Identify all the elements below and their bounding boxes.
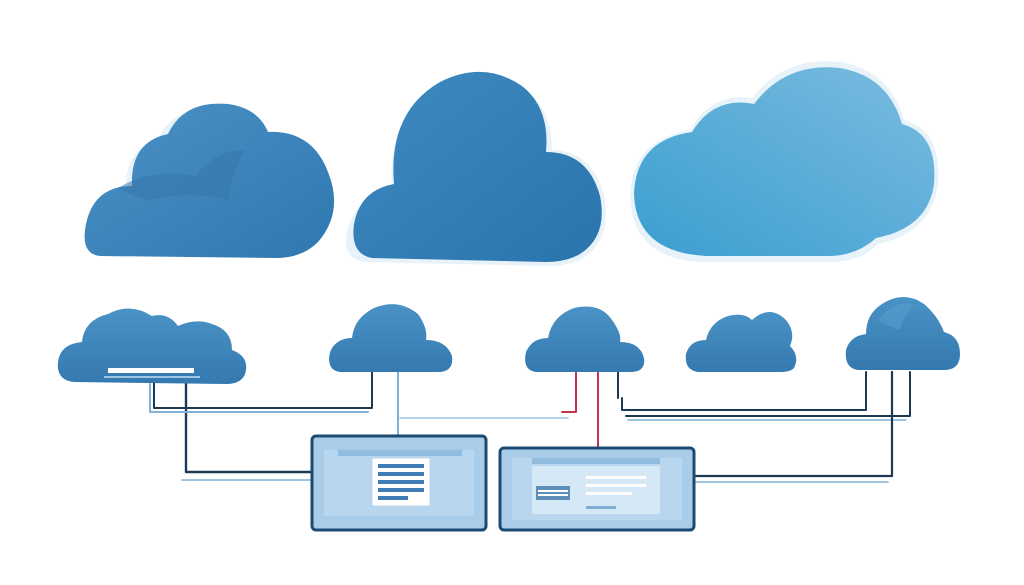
connector-c5-a bbox=[622, 372, 866, 410]
connector-c5-c bbox=[694, 372, 892, 476]
cloud-small-4 bbox=[686, 312, 797, 372]
cloud-small-2 bbox=[329, 304, 452, 372]
document-icon bbox=[372, 458, 430, 506]
connector-c1-left bbox=[186, 378, 312, 472]
cloud-small-5 bbox=[846, 297, 960, 370]
cloud-small-1 bbox=[58, 308, 246, 384]
cloud-large-left bbox=[85, 104, 334, 258]
connector-c3-red-left bbox=[562, 372, 576, 412]
device-left bbox=[312, 436, 486, 530]
cloud-large-center bbox=[346, 72, 606, 266]
text-panel-icon bbox=[532, 466, 660, 514]
cloud-small-1-bar bbox=[108, 368, 194, 373]
device-right bbox=[500, 448, 694, 530]
cloud-small-3 bbox=[525, 307, 644, 373]
cloud-large-right bbox=[630, 61, 938, 262]
